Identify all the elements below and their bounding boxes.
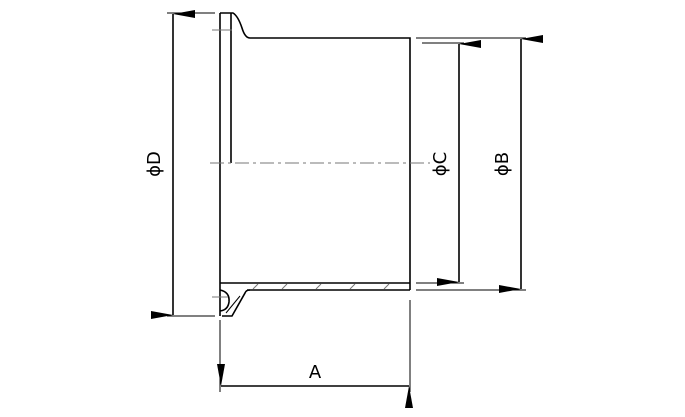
section-hatching: [252, 283, 390, 290]
dimension-C: ϕC: [430, 40, 481, 286]
dimension-label-B: ϕB: [492, 152, 513, 176]
dimension-B: ϕB: [492, 35, 543, 293]
part-outline: [210, 12, 430, 317]
dimension-label-A: A: [309, 362, 322, 383]
dimension-A: A: [217, 362, 413, 408]
dimension-label-D: ϕD: [144, 151, 165, 177]
dimension-D: ϕD: [144, 9, 195, 319]
dimension-label-C: ϕC: [430, 152, 451, 176]
extension-lines: [167, 12, 526, 392]
